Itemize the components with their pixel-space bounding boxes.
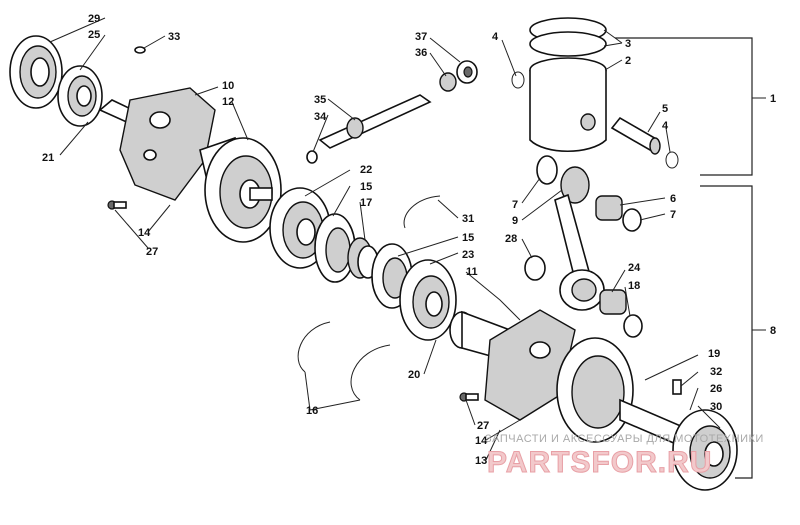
callout-1: 1: [770, 93, 776, 105]
bearing-25: [57, 65, 103, 127]
callout-25: 25: [88, 29, 100, 41]
callout-14: 14: [475, 435, 488, 447]
callout-11: 11: [466, 266, 478, 278]
key-32: [672, 379, 682, 395]
circlip-4-right: [665, 151, 679, 169]
callout-19: 19: [708, 348, 720, 360]
callout-3: 3: [625, 38, 631, 50]
callout-15: 15: [360, 181, 372, 193]
callout-12: 12: [222, 96, 234, 108]
watermark-logo: PARTSFOR.RU: [487, 446, 712, 479]
callout-6: 6: [670, 193, 676, 205]
circlip-4-left: [511, 71, 525, 89]
callout-21: 21: [42, 152, 54, 164]
callout-26: 26: [710, 383, 722, 395]
seal-15-upper: [314, 213, 356, 283]
callout-16: 16: [306, 405, 318, 417]
callout-5: 5: [662, 103, 668, 115]
callout-36: 36: [415, 47, 427, 59]
watermark: ЗАПЧАСТИ И АКСЕССУАРЫ ДЛЯ МОТОТЕХНИКИ PA…: [485, 433, 764, 480]
piston-rings-3: [529, 17, 607, 57]
piston-pin-5: [610, 116, 661, 155]
callout-27: 27: [477, 420, 489, 432]
connecting-rod-9: [536, 155, 605, 311]
callout-28: 28: [505, 233, 517, 245]
screw-27-lower: [459, 392, 479, 402]
bearing-22: [269, 187, 331, 269]
washer-36-37: [439, 60, 478, 92]
callout-32: 32: [710, 366, 722, 378]
callout-24: 24: [628, 262, 641, 274]
leader-lines: [49, 17, 766, 461]
snap-ring-31: [403, 195, 441, 229]
assembly-bracket-1: [615, 37, 753, 176]
callout-8: 8: [770, 325, 776, 337]
shaft-34-35: [306, 94, 432, 164]
callout-23: 23: [462, 249, 474, 261]
callout-17: 17: [360, 197, 372, 209]
callout-9: 9: [512, 215, 518, 227]
callout-labels: 1 2 3 4 4 5 6 7 7 8 9 10 11 12 13 14 14 …: [42, 13, 776, 467]
piston-2: [529, 57, 607, 153]
callout-31: 31: [462, 213, 474, 225]
callout-10: 10: [222, 80, 234, 92]
callout-14: 14: [138, 227, 151, 239]
callout-13: 13: [475, 455, 487, 467]
callout-4: 4: [662, 120, 669, 132]
callout-20: 20: [408, 369, 420, 381]
callout-30: 30: [710, 401, 722, 413]
watermark-text: ЗАПЧАСТИ И АКСЕССУАРЫ ДЛЯ МОТОТЕХНИКИ: [485, 433, 764, 445]
washer-7-right: [622, 208, 642, 232]
callout-27: 27: [146, 246, 158, 258]
crankshaft-half-upper: [98, 87, 282, 243]
screw-27-upper: [107, 200, 127, 210]
callout-2: 2: [625, 55, 631, 67]
snap-rings-16: [297, 321, 391, 401]
callout-34: 34: [314, 111, 327, 123]
callout-4: 4: [492, 31, 499, 43]
callout-22: 22: [360, 164, 372, 176]
callout-29: 29: [88, 13, 100, 25]
callout-7: 7: [512, 199, 518, 211]
washer-28: [524, 255, 546, 281]
callout-35: 35: [314, 94, 326, 106]
bearing-6: [595, 195, 623, 221]
seal-29: [9, 35, 63, 109]
bearing-23: [399, 259, 457, 341]
crankshaft-half-lower: [449, 309, 738, 491]
pin-33: [134, 46, 146, 54]
callout-7: 7: [670, 209, 676, 221]
callout-18: 18: [628, 280, 640, 292]
callout-15: 15: [462, 232, 474, 244]
assembly-bracket-8: [700, 185, 753, 479]
callout-37: 37: [415, 31, 427, 43]
callout-33: 33: [168, 31, 180, 43]
bearing-18-24: [599, 289, 643, 338]
